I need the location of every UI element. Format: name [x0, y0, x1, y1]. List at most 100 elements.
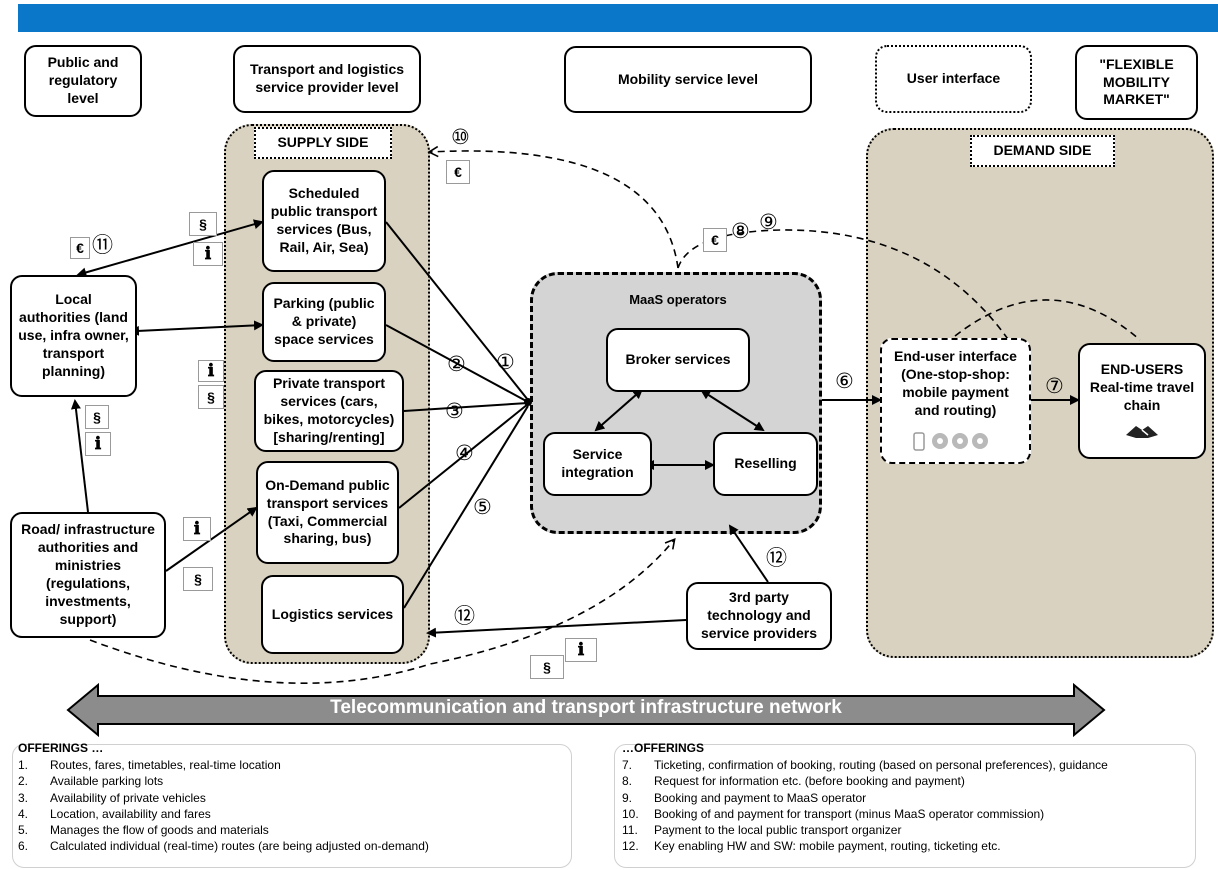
offering-item: 10. Booking of and payment for transport … — [622, 806, 1108, 822]
info-icon-local: ℹ — [85, 432, 111, 456]
marker-2: ② — [447, 353, 466, 376]
offering-item: 3.Availability of private vehicles — [18, 790, 429, 806]
marker-9: ⑨ — [759, 211, 778, 234]
dashed-interface-to-endusers — [954, 299, 1141, 341]
private-transport-box: Private transport services (cars, bikes,… — [254, 370, 404, 452]
infrastructure-network-arrow — [66, 683, 1106, 737]
demand-side-label: DEMAND SIDE — [970, 135, 1115, 167]
end-user-interface-box: End-user interface (One-stop-shop: mobil… — [880, 338, 1031, 464]
offering-item: 7. Ticketing, confirmation of booking, ro… — [622, 757, 1108, 773]
marker-4: ④ — [455, 442, 474, 465]
section-symbol-local: § — [85, 405, 109, 429]
header-transport-logistics: Transport and logistics service provider… — [233, 45, 421, 113]
offering-item: 2.Available parking lots — [18, 773, 429, 789]
section-symbol-road: § — [183, 567, 213, 591]
arrow-broker-integration — [594, 388, 644, 432]
broker-services-box: Broker services — [606, 328, 750, 392]
offering-number: 9. — [622, 790, 633, 805]
marker-5: ⑤ — [473, 496, 492, 519]
line-scheduled-to-maas — [385, 221, 529, 401]
offering-text: Routes, fares, timetables, real-time loc… — [50, 758, 281, 772]
end-users-box: END-USERS Real-time travel chain — [1078, 343, 1206, 459]
service-integration-box: Service integration — [543, 432, 652, 496]
line-logistics-to-maas — [403, 405, 529, 609]
offering-text: Booking of and payment for transport (mi… — [654, 806, 1045, 821]
offering-number: 7. — [622, 758, 633, 772]
scheduled-public-transport-box: Scheduled public transport services (Bus… — [262, 170, 386, 272]
offering-text: Ticketing, confirmation of booking, rout… — [654, 758, 1108, 772]
header-mobility-service: Mobility service level — [564, 46, 812, 113]
offering-text: Available parking lots — [50, 774, 164, 789]
arrow-thirdparty-to-logistics — [426, 619, 687, 638]
reselling-box: Reselling — [713, 432, 818, 496]
offering-item: 11. Payment to the local public transport… — [622, 822, 1108, 838]
euro-symbol-11: € — [70, 237, 90, 259]
third-party-providers-box: 3rd party technology and service provide… — [686, 582, 832, 650]
line-ondemand-to-maas — [398, 403, 529, 509]
offering-item: 4.Location, availability and fares — [18, 806, 429, 822]
header-flexible-mobility-market: "FLEXIBLE MOBILITY MARKET" — [1075, 45, 1198, 120]
road-authorities-box: Road/ infrastructure authorities and min… — [10, 512, 166, 638]
on-demand-transport-box: On-Demand public transport services (Tax… — [256, 461, 399, 564]
arrow-broker-reselling — [700, 389, 765, 432]
offering-number: 1. — [18, 758, 29, 772]
offering-number: 5. — [18, 823, 29, 838]
offering-item: 9. Booking and payment to MaaS operator — [622, 790, 1108, 806]
line-private-to-maas — [403, 402, 529, 412]
mobile-payment-icons — [912, 431, 988, 451]
offering-text: Request for information etc. (before boo… — [654, 774, 965, 789]
offering-number: 8. — [622, 774, 633, 789]
section-symbol-scheduled: § — [189, 212, 217, 236]
offerings-right-list — [614, 744, 1196, 868]
marker-12-third-party: ⑫ — [766, 547, 787, 570]
offering-text: Booking and payment to MaaS operator — [654, 790, 867, 805]
marker-1: ① — [496, 351, 515, 374]
dashed-maas-to-interface — [677, 229, 1011, 343]
offering-text: Calculated individual (real-time) routes… — [50, 839, 429, 854]
end-user-interface-label: End-user interface (One-stop-shop: mobil… — [894, 348, 1017, 418]
offering-item: 5. Manages the flow of goods and material… — [18, 822, 429, 838]
marker-7: ⑦ — [1045, 375, 1064, 398]
offering-text: Manages the flow of goods and materials — [50, 823, 269, 838]
info-icon-road: ℹ — [183, 517, 211, 541]
maas-hub-dot — [524, 398, 532, 406]
offering-number: 10. — [622, 806, 639, 821]
arrow-local-parking — [129, 320, 264, 336]
header-public-regulatory: Public and regulatory level — [24, 45, 142, 117]
euro-symbol-10: € — [446, 160, 470, 184]
offering-item: 12.Key enabling HW and SW: mobile paymen… — [622, 838, 1108, 854]
marker-10: ⑩ — [451, 126, 470, 149]
offering-number: 6. — [18, 839, 29, 854]
arrow-road-to-local — [70, 399, 89, 513]
parking-services-box: Parking (public & private) space service… — [262, 282, 386, 362]
local-authorities-box: Local authorities (land use, infra owner… — [10, 275, 137, 397]
offering-text: Location, availability and fares — [50, 806, 211, 821]
offerings-right-items: 7. Ticketing, confirmation of booking, ro… — [622, 757, 1108, 855]
marker-12-logistics: ⑫ — [454, 605, 475, 628]
offering-number: 11. — [622, 823, 638, 838]
section-symbol-third-party: § — [530, 655, 564, 679]
infrastructure-network-label: Telecommunication and transport infrastr… — [330, 697, 842, 718]
section-symbol-parking: § — [198, 385, 224, 409]
top-bar — [18, 4, 1218, 32]
handshake-icon — [1126, 425, 1158, 438]
info-icon-third-party: ℹ — [565, 638, 597, 662]
info-icon-parking: ℹ — [198, 360, 224, 382]
line-parking-to-maas — [385, 324, 529, 403]
marker-11: ⑪ — [92, 234, 113, 257]
marker-8: ⑧ — [731, 220, 750, 243]
arrow-road-to-ondemand — [165, 506, 258, 572]
dashed-maas-to-supply — [427, 145, 679, 269]
header-user-interface: User interface — [875, 45, 1032, 113]
offerings-left-list — [12, 744, 572, 868]
arrow-local-scheduled — [76, 219, 264, 278]
offering-item: 8. Request for information etc. (before b… — [622, 773, 1108, 789]
info-icon-scheduled: ℹ — [193, 242, 223, 266]
marker-3: ③ — [445, 400, 464, 423]
offering-number: 3. — [18, 790, 29, 805]
end-users-label: END-USERS Real-time travel chain — [1089, 361, 1195, 413]
offering-text: Payment to the local public transport or… — [654, 823, 902, 838]
supply-side-label: SUPPLY SIDE — [254, 127, 392, 159]
offering-item: 6. Calculated individual (real-time) rout… — [18, 838, 429, 854]
